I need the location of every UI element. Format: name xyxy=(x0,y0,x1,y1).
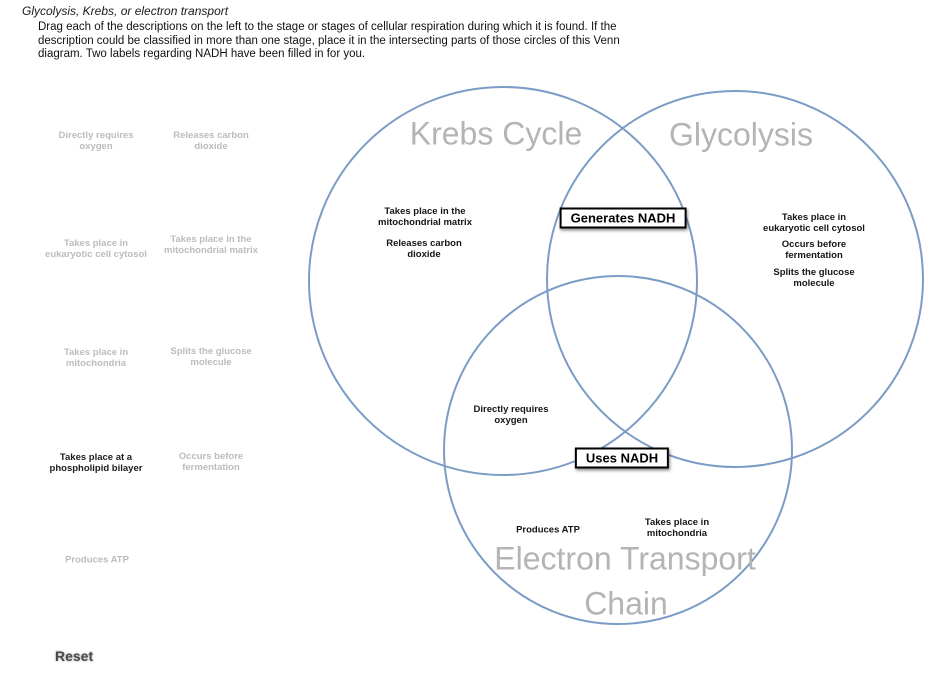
placed-label[interactable]: Produces ATP xyxy=(516,524,580,536)
instructions-line: description could be classified in more … xyxy=(38,34,620,47)
venn-label-etc-line1: Electron Transport xyxy=(494,540,756,577)
uses-nadh-label: Uses NADH xyxy=(574,447,670,469)
venn-label-glycolysis: Glycolysis xyxy=(668,116,814,153)
glycolysis-circle[interactable] xyxy=(546,90,924,468)
venn-label-krebs: Krebs Cycle xyxy=(409,115,583,152)
palette-item: Produces ATP xyxy=(65,554,129,566)
instructions-line: Drag each of the descriptions on the lef… xyxy=(38,21,617,33)
electron-transport-chain-circle[interactable] xyxy=(443,275,793,625)
krebs-circle[interactable] xyxy=(308,86,698,476)
instructions-line: diagram. Two labels regarding NADH have … xyxy=(38,48,366,60)
generates-nadh-label: Generates NADH xyxy=(559,207,687,229)
venn-label-etc-line2: Chain xyxy=(584,585,668,622)
reset-button[interactable]: Reset xyxy=(55,648,94,664)
activity-title: Glycolysis, Krebs, or electron transport xyxy=(22,4,229,18)
